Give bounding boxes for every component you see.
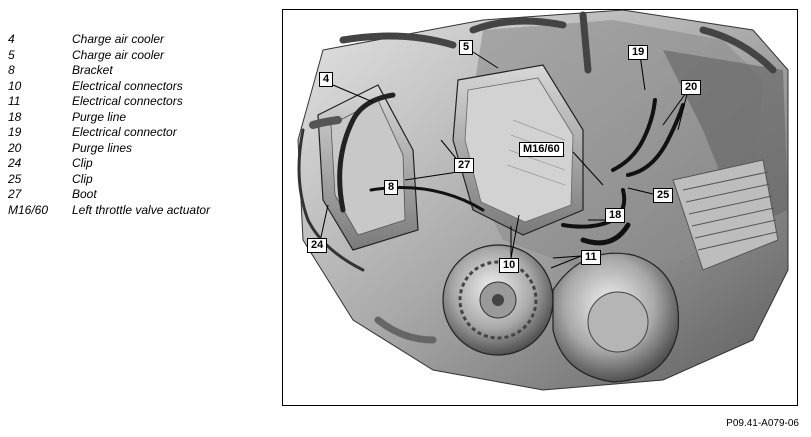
legend-number: 25 bbox=[8, 171, 22, 186]
top-pipes bbox=[339, 11, 777, 74]
legend-number: 4 bbox=[8, 32, 15, 46]
legend-label: Bracket bbox=[72, 63, 113, 77]
callout-11: 11 bbox=[581, 250, 601, 265]
callout-4: 4 bbox=[319, 72, 334, 87]
legend-item: 5 Charge air cooler bbox=[8, 48, 268, 64]
legend-number: 8 bbox=[8, 63, 15, 77]
legend-label: Boot bbox=[72, 187, 97, 201]
legend-label: Charge air cooler bbox=[72, 47, 165, 62]
intercooler-fins bbox=[672, 159, 779, 271]
legend-number: 24 bbox=[8, 156, 22, 170]
legend-item: 18 Purge line bbox=[8, 110, 268, 126]
legend-label: Electrical connectors bbox=[72, 94, 183, 108]
legend-item: 11 Electrical connectors bbox=[8, 94, 268, 110]
legend-item: 20 Purge lines bbox=[8, 141, 268, 157]
legend-label: Purge lines bbox=[72, 140, 133, 155]
legend-label: Purge line bbox=[72, 109, 127, 124]
legend-item: 25 Clip bbox=[8, 172, 268, 188]
legend-item: 19 Electrical connector bbox=[8, 125, 268, 141]
legend-number: 11 bbox=[8, 94, 21, 108]
callout-m16-60: M16/60 bbox=[519, 142, 564, 157]
callout-27: 27 bbox=[454, 158, 475, 173]
legend-item: M16/60 Left throttle valve actuator bbox=[8, 203, 268, 219]
engine-illustration bbox=[297, 10, 789, 391]
legend-number: 19 bbox=[8, 125, 22, 139]
legend-item: 10 Electrical connectors bbox=[8, 79, 268, 95]
pulley bbox=[442, 244, 554, 356]
legend-label: Left throttle valve actuator bbox=[72, 202, 211, 217]
legend-label: Clip bbox=[72, 156, 93, 170]
legend-number: 10 bbox=[8, 78, 22, 93]
legend-number: 20 bbox=[8, 140, 22, 155]
callout-18: 18 bbox=[605, 208, 626, 223]
legend-label: Charge air cooler bbox=[72, 32, 165, 46]
legend-item: 27 Boot bbox=[8, 187, 268, 203]
legend-item: 24 Clip bbox=[8, 156, 268, 172]
legend-number: M16/60 bbox=[8, 202, 49, 217]
figure-code: P09.41-A079-06 bbox=[726, 418, 799, 429]
legend-label: Electrical connector bbox=[72, 125, 177, 139]
engine-figure: 4 5 8 10 11 18 19 20 24 25 27 M16/60 bbox=[282, 9, 798, 406]
legend-number: 18 bbox=[8, 109, 22, 124]
legend-number: 27 bbox=[8, 187, 22, 201]
leader-lines bbox=[320, 51, 689, 269]
callout-24: 24 bbox=[307, 238, 328, 253]
callout-5: 5 bbox=[459, 40, 474, 55]
legend-label: Clip bbox=[72, 171, 93, 186]
legend-number: 5 bbox=[8, 47, 15, 62]
legend-item: 8 Bracket bbox=[8, 63, 268, 79]
legend-label: Electrical connectors bbox=[72, 78, 183, 93]
callout-10: 10 bbox=[499, 258, 520, 273]
legend-item: 4 Charge air cooler bbox=[8, 32, 268, 48]
callout-8: 8 bbox=[384, 180, 399, 195]
callout-19: 19 bbox=[628, 45, 649, 60]
callout-20: 20 bbox=[681, 80, 702, 95]
compressor bbox=[552, 252, 680, 383]
callout-25: 25 bbox=[653, 188, 674, 203]
